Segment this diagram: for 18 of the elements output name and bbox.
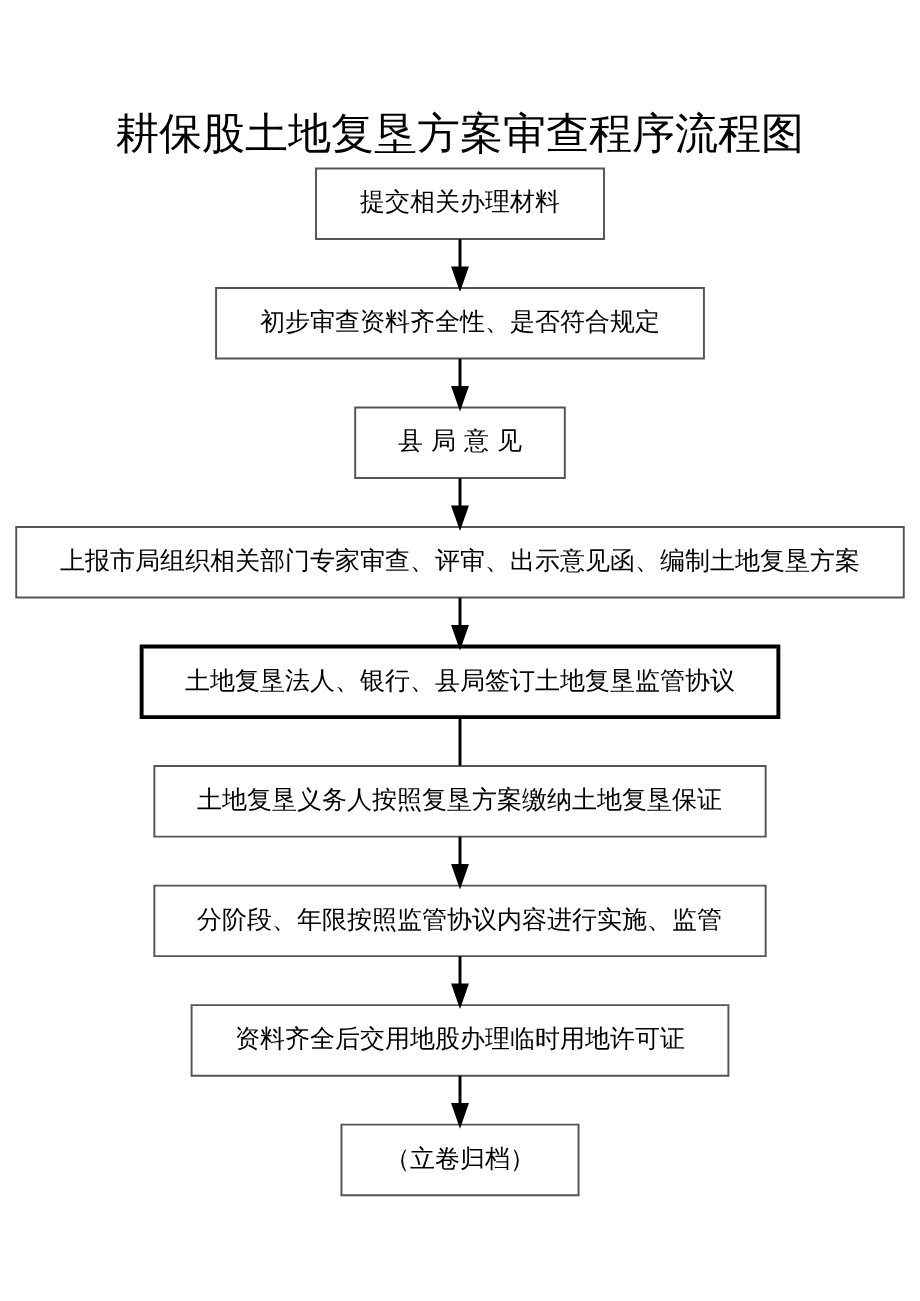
- diagram-title: 耕保股土地复垦方案审查程序流程图: [116, 108, 804, 159]
- node-box: 县 局 意 见: [354, 406, 566, 480]
- arrow: [451, 478, 469, 532]
- arrow: [451, 1075, 469, 1129]
- connector: [458, 717, 462, 766]
- arrow: [451, 358, 469, 412]
- arrow: [451, 239, 469, 293]
- node-box: 提交相关办理材料: [315, 167, 605, 241]
- node-box: 分阶段、年限按照监管协议内容进行实施、监管: [153, 884, 767, 958]
- node-box: 初步审查资料齐全性、是否符合规定: [215, 287, 705, 360]
- node-box: 土地复垦义务人按照复垦方案缴纳土地复垦保证: [153, 765, 767, 838]
- node-box: 资料齐全后交用地股办理临时用地许可证: [190, 1004, 730, 1077]
- node-box: 上报市局组织相关部门专家审查、评审、出示意见函、编制土地复垦方案: [15, 526, 905, 599]
- node-box: 土地复垦法人、银行、县局签订土地复垦监管协议: [139, 644, 781, 720]
- arrow: [451, 597, 469, 651]
- arrow: [451, 836, 469, 890]
- node-box: （立卷归档）: [340, 1123, 580, 1197]
- arrow: [451, 956, 469, 1010]
